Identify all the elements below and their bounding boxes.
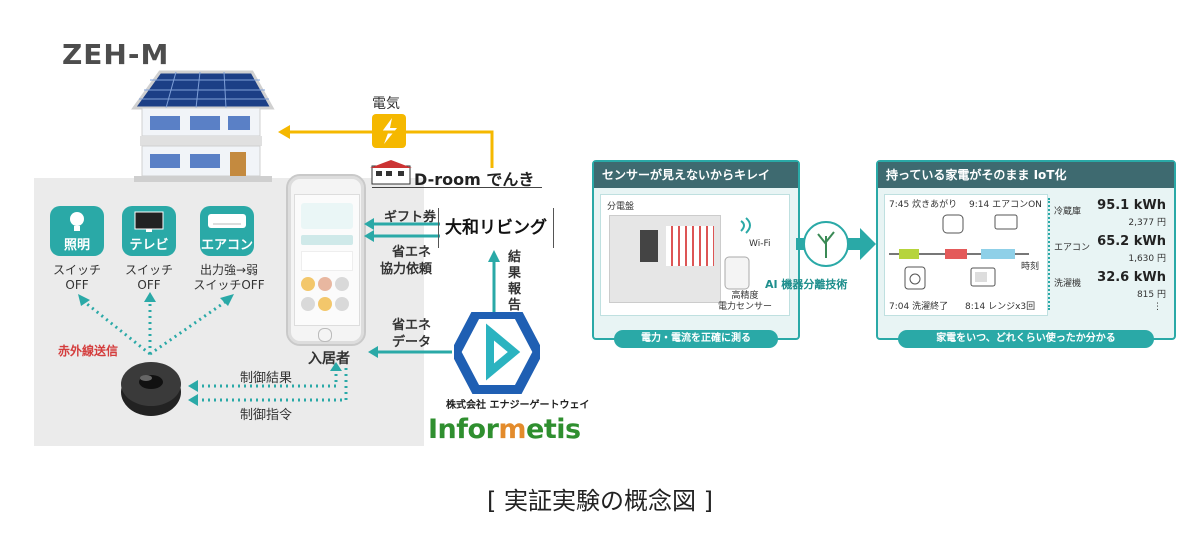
usage-kwh: 95.1 kWh (1097, 198, 1166, 213)
tv-caption-2: OFF (137, 278, 161, 292)
aircon-caption-1: 出力強→弱 (199, 263, 259, 277)
breaker-label: 分電盤 (607, 202, 635, 212)
request-label-1: 省エネ (392, 245, 432, 260)
rice-cooker-icon (942, 214, 964, 234)
breaker-circuits (666, 226, 714, 266)
usage-row: エアコン 65.2 kWh 1,630 円 (1054, 234, 1166, 270)
electricity-arrow (278, 125, 494, 168)
timeline-bar-aircon (981, 249, 1015, 259)
sensor-label-2: 電力センサー (717, 302, 772, 312)
informetis-logo: Informetis (428, 414, 581, 445)
figure-caption: [ 実証実験の概念図 ] (487, 487, 713, 515)
sensor-panel-footer: 電力・電流を正確に測る (614, 330, 778, 348)
usage-kwh: 65.2 kWh (1097, 234, 1166, 249)
sensor-label-1: 高精度 (731, 291, 759, 301)
aircon-icon (208, 214, 246, 228)
ai-technology-label: AI 機器分離技術 (765, 278, 848, 291)
iot-panel-title: 持っている家電がそのまま IoT化 (878, 162, 1174, 188)
usage-appliance: 冷蔵庫 (1054, 207, 1082, 217)
microwave-icon (970, 267, 996, 287)
sensor-label: 高精度 電力センサー (705, 291, 785, 313)
light-caption-2: OFF (65, 278, 89, 292)
informetis-logo-m: m (498, 414, 527, 445)
breaker-switch (640, 230, 658, 262)
provider-name: D-room でんき (414, 170, 535, 189)
tree-icon (817, 231, 835, 258)
usage-row: 洗濯機 32.6 kWh 815 円 (1054, 270, 1166, 306)
light-caption-1: スイッチ (52, 263, 101, 277)
control-result-label: 制御結果 (240, 371, 293, 386)
usage-appliance: エアコン (1054, 243, 1091, 253)
energy-gateway-name: 株式会社 エナジーゲートウェイ (446, 400, 590, 411)
wifi-icon (740, 217, 751, 234)
iot-panel: 持っている家電がそのまま IoT化 7:45 炊きあがり 9:14 エアコンON… (876, 160, 1176, 348)
event-rice: 7:45 炊きあがり (889, 200, 958, 210)
appliance-tv: テレビ (122, 206, 176, 256)
infrared-label: 赤外線送信 (58, 344, 119, 358)
appliance-aircon-name: エアコン (200, 238, 253, 253)
gift-arrows (364, 218, 440, 242)
appliance-light: 照明 (50, 206, 104, 256)
washer-icon (904, 266, 926, 290)
phone-screen (294, 194, 360, 326)
breaker-panel (609, 215, 721, 303)
gift-label: ギフト券 (384, 210, 437, 225)
smartphone (286, 174, 366, 346)
time-axis-label: 時刻 (1021, 262, 1040, 272)
sensor-panel: センサーが見えないからキレイ 分電盤 Wi-Fi 高精度 電力センサー 電力・電… (592, 160, 800, 348)
usage-yen: 815 円 (1136, 290, 1166, 300)
phone-home-button (318, 328, 332, 342)
electricity-label: 電気 (372, 96, 400, 112)
usage-list: 冷蔵庫 95.1 kWh 2,377 円 エアコン 65.2 kWh 1,630… (1054, 198, 1166, 312)
usage-yen: 1,630 円 (1128, 254, 1166, 264)
event-aircon: 9:14 エアコンON (969, 200, 1042, 210)
event-wash: 7:04 洗濯終了 (889, 302, 949, 312)
control-command-label: 制御指令 (240, 408, 293, 423)
appliance-aircon: エアコン (200, 206, 254, 256)
tv-caption-1: スイッチ (124, 263, 173, 277)
aircon-small-icon (994, 214, 1018, 230)
ai-connector (796, 221, 876, 267)
timeline-box: 7:45 炊きあがり 9:14 エアコンON 時刻 7:04 洗濯終了 8:14… (884, 194, 1048, 316)
building-icon (370, 160, 412, 185)
timeline-bar-wash (899, 249, 919, 259)
event-microwave: 8:14 レンジx3回 (965, 302, 1036, 312)
control-arrows (188, 362, 348, 406)
sensor-panel-title: センサーが見えないからキレイ (594, 162, 798, 188)
breaker-illustration: 分電盤 Wi-Fi 高精度 電力センサー (600, 194, 790, 316)
timeline-bar-rice (945, 249, 967, 259)
bulb-icon (70, 212, 84, 231)
data-label-2: データ (392, 335, 432, 350)
report-label: 結果報告 (508, 250, 522, 313)
appliance-tv-name: テレビ (129, 238, 169, 253)
provider-underline (372, 187, 542, 188)
usage-more-indicator: ⋮ (1153, 302, 1162, 312)
appliance-light-name: 照明 (63, 238, 90, 253)
wifi-label: Wi-Fi (749, 239, 771, 249)
energy-gateway-logo-icon (454, 312, 540, 394)
infrared-arrows (78, 292, 234, 356)
zeh-m-title: ZEH-M (62, 38, 170, 71)
report-arrow (488, 250, 500, 314)
daiwa-living-box: 大和リビング (438, 208, 554, 248)
ir-controller-icon (121, 362, 181, 416)
house-icon (131, 70, 275, 182)
resident-label: 入居者 (308, 351, 350, 367)
request-label-2: 協力依頼 (380, 262, 433, 277)
aircon-caption-2: スイッチOFF (193, 278, 265, 292)
data-arrow (368, 346, 452, 358)
tv-icon (134, 211, 164, 232)
usage-row: 冷蔵庫 95.1 kWh 2,377 円 (1054, 198, 1166, 234)
sensor-device-icon (724, 256, 750, 290)
informetis-logo-text-1: Infor (428, 414, 499, 445)
data-label-1: 省エネ (392, 318, 432, 333)
iot-panel-footer: 家電をいつ、どれくらい使ったか分かる (898, 330, 1154, 348)
usage-kwh: 32.6 kWh (1097, 270, 1166, 285)
usage-divider (1048, 198, 1052, 310)
informetis-logo-text-2: etis (526, 414, 581, 445)
usage-yen: 2,377 円 (1128, 218, 1166, 228)
usage-appliance: 洗濯機 (1054, 279, 1082, 289)
